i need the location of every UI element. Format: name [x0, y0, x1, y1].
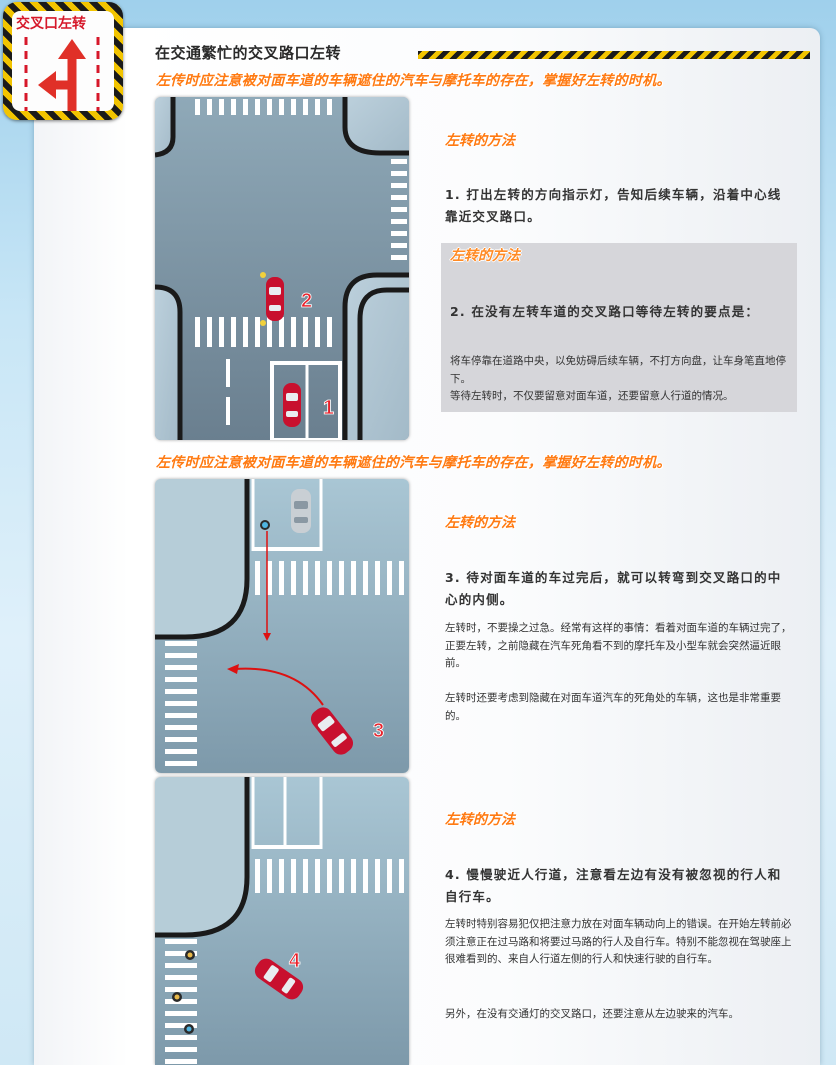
intersection-illustration-1: 2 1: [155, 97, 409, 440]
car-label-3: 3: [373, 720, 384, 742]
divider-subtitle: 左传时应注意被对面车道的车辆遮住的汽车与摩托车的存在，掌握好左转的时机。: [156, 455, 671, 471]
section1-heading: 左转的方法: [445, 133, 515, 149]
section4-step: 4. 慢慢驶近人行道，注意看左边有没有被忽视的行人和自行车。: [445, 867, 782, 904]
page-title: 在交通繁忙的交叉路口左转: [155, 44, 342, 62]
intersection-illustration-3: 3: [155, 479, 409, 773]
section3-paragraph-2: 左转时还要考虑到隐藏在对面车道汽车的死角处的车辆，这也是非常重要的。: [445, 692, 781, 722]
section2-box: [441, 243, 797, 412]
intersection-illustration-4: 4: [155, 777, 409, 1065]
badge-title: 交叉口左转: [16, 15, 86, 31]
section1-step: 1. 打出左转的方向指示灯，告知后续车辆，沿着中心线靠近交叉路口。: [445, 187, 782, 224]
intersection-badge: 交叉口左转: [3, 2, 123, 120]
section3-step: 3. 待对面车道的车过完后，就可以转弯到交叉路口的中心的内侧。: [445, 570, 782, 607]
car-label-2: 2: [301, 290, 312, 312]
section2-step: 2. 在没有左转车道的交叉路口等待左转的要点是：: [450, 304, 760, 319]
car-label-1: 1: [323, 397, 334, 419]
section4-heading: 左转的方法: [445, 812, 515, 828]
page-subtitle: 左传时应注意被对面车道的车辆遮住的汽车与摩托车的存在，掌握好左转的时机。: [156, 73, 671, 89]
section2-paragraph-2: 等待左转时，不仅要留意对面车道，还要留意人行道的情况。: [450, 390, 734, 402]
section2-heading: 左转的方法: [450, 248, 520, 264]
section4-paragraph-1: 左转时特别容易犯仅把注意力放在对面车辆动向上的错误。在开始左转前必须注意正在过马…: [445, 918, 792, 965]
section4-paragraph-2: 另外，在没有交通灯的交叉路口，还要注意从左边驶来的汽车。: [445, 1008, 739, 1020]
section3-paragraph-1: 左转时，不要操之过急。经常有这样的事情：看着对面车道的车辆过完了，正要左转，之前…: [445, 622, 792, 669]
hazard-stripe: [418, 51, 810, 59]
car-label-4: 4: [289, 950, 301, 972]
left-turn-arrow-icon: [24, 37, 100, 111]
section2-paragraph-1: 将车停靠在道路中央，以免妨碍后续车辆，不打方向盘，让车身笔直地停下。: [450, 355, 786, 385]
section3-heading: 左转的方法: [445, 515, 515, 531]
